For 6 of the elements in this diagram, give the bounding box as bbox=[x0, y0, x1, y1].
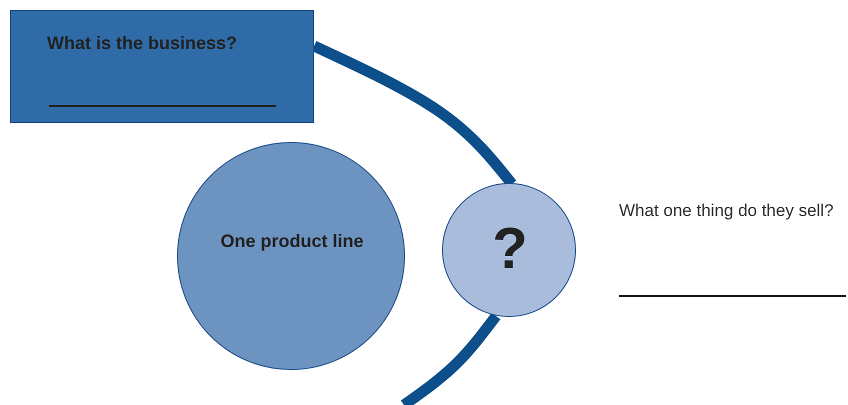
curved-line bbox=[400, 312, 500, 405]
node-label: One product line bbox=[219, 231, 364, 253]
question-box bbox=[10, 10, 314, 123]
question-mark: ? bbox=[491, 215, 529, 283]
question-text: What one thing do they sell? bbox=[619, 200, 834, 222]
node-label: What is the business? bbox=[47, 33, 238, 55]
